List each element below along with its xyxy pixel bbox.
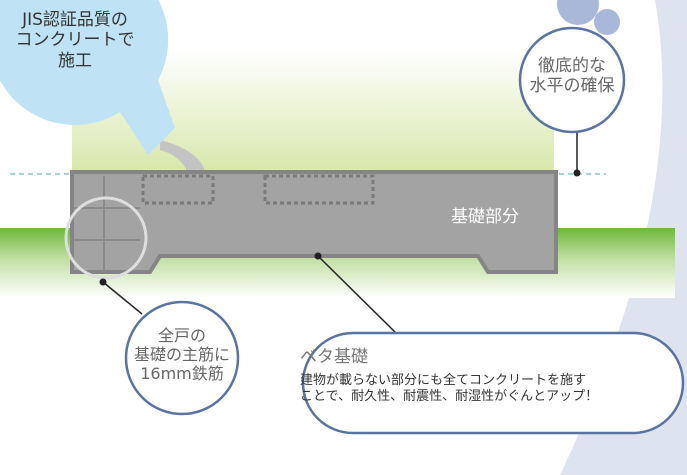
rebar-line-1: 全戸の (157, 326, 206, 345)
beta-body-line-2: ことで、耐久性、耐震性、耐湿性がぐんとアップ！ (300, 388, 599, 404)
small-decor-circle (557, 0, 599, 25)
beta-box (301, 331, 685, 435)
rebar-line-2: 基礎の主筋に (133, 345, 230, 365)
foundation-slab (70, 170, 558, 274)
small-decor-circle (594, 9, 620, 35)
beam-recess-2 (263, 174, 375, 205)
beta-title: ベタ基礎 (300, 347, 368, 367)
level-line-1: 徹底的な (538, 56, 606, 76)
rebar-highlight-circle (64, 196, 148, 280)
concrete-line-1: JIS認証品質の (22, 10, 128, 30)
concrete-bubble-text: JIS認証品質の コンクリートで 施工 (5, 10, 145, 71)
leader-dot (99, 278, 107, 286)
rebar-circle (124, 300, 240, 416)
level-circle (518, 26, 626, 134)
rebar-circle-text: 全戸の 基礎の主筋に 16mm鉄筋 (122, 326, 242, 384)
foundation-label: 基礎部分 (451, 207, 519, 227)
leader-dot (314, 252, 322, 260)
leader-line-beta (317, 255, 397, 334)
leader-dot (573, 169, 581, 177)
concrete-line-2: コンクリートで (15, 30, 135, 51)
beta-body-line-1: 建物が載らない部分にも全てコンクリートを施す (300, 373, 587, 389)
level-circle-text: 徹底的な 水平の確保 (518, 56, 626, 97)
concrete-line-3: 施工 (58, 50, 92, 71)
concrete-speech-bubble (0, 0, 175, 155)
pour-stream (160, 140, 206, 174)
rebar-grid (74, 176, 140, 270)
beam-recess-1 (141, 174, 215, 205)
leader-line-rebar (102, 281, 143, 315)
level-line-2: 水平の確保 (529, 76, 615, 97)
beta-box-text: ベタ基礎 建物が載らない部分にも全てコンクリートを施す ことで、耐久性、耐震性、… (300, 347, 687, 405)
rebar-line-3: 16mm鉄筋 (140, 364, 224, 384)
